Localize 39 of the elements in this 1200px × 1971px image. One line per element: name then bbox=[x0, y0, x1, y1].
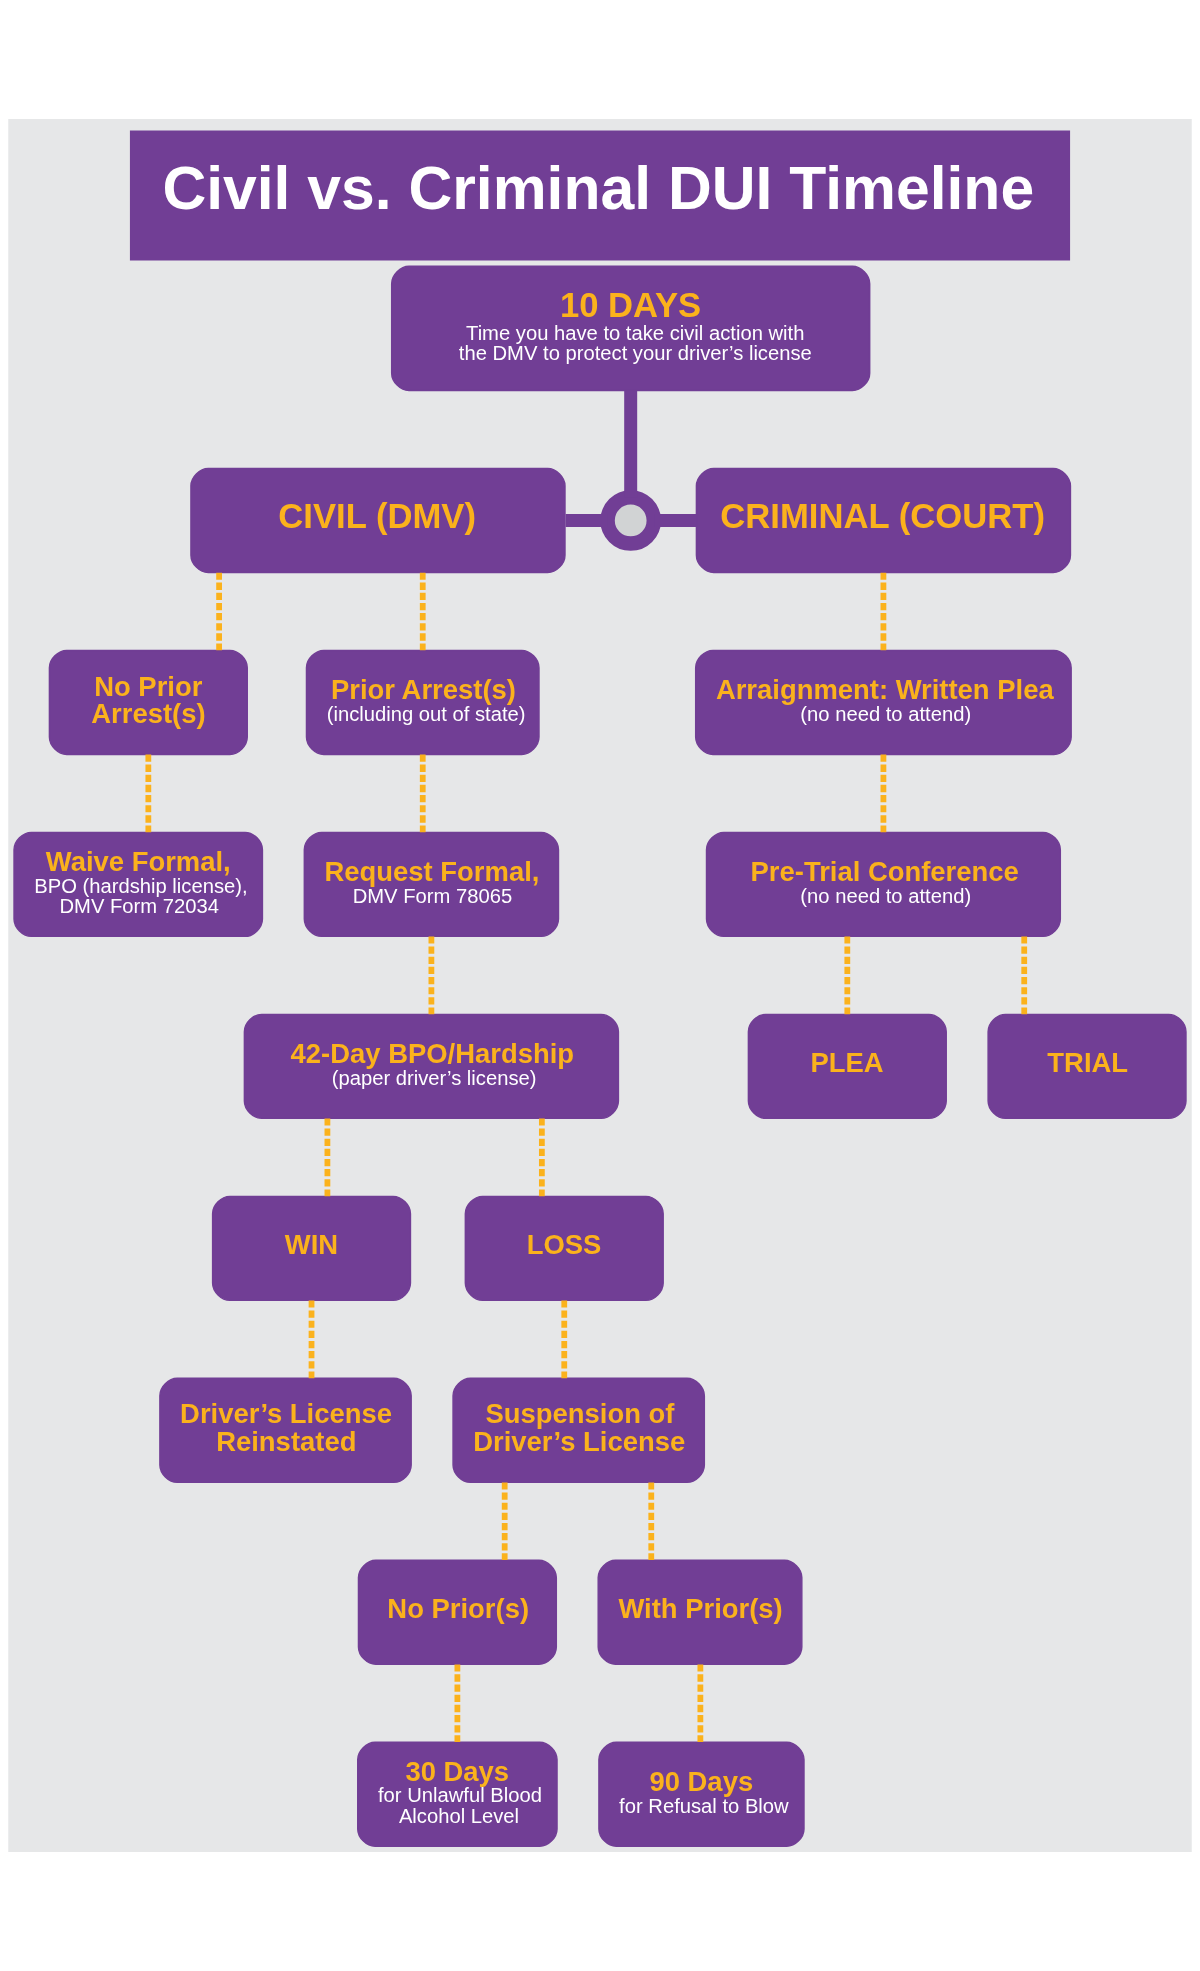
node-box: Suspension of Driver’s License bbox=[452, 1377, 706, 1483]
connector bbox=[216, 572, 222, 651]
node-circle bbox=[600, 490, 661, 551]
node-box: CRIMINAL (COURT) bbox=[695, 467, 1072, 574]
node-box: Prior Arrest(s) (including out of state) bbox=[305, 649, 540, 756]
connector bbox=[561, 1300, 568, 1379]
node-box: Arraignment: Written Plea (no need to attend) bbox=[694, 649, 1072, 756]
node-box: Driver’s License Reinstated bbox=[159, 1377, 412, 1483]
node-box: CIVIL (DMV) bbox=[190, 467, 566, 574]
connector bbox=[880, 754, 887, 833]
node-box: TRIAL bbox=[987, 1013, 1187, 1120]
node-box: 90 Days for Refusal to Blow bbox=[598, 1741, 805, 1847]
connector bbox=[324, 1118, 331, 1197]
node-box: With Prior(s) bbox=[597, 1559, 803, 1665]
connector bbox=[454, 1664, 461, 1743]
node-box: No Prior(s) bbox=[357, 1559, 558, 1665]
connector bbox=[539, 1118, 545, 1197]
connector bbox=[1021, 936, 1028, 1015]
connector bbox=[501, 1482, 508, 1561]
node-box: 42-Day BPO/Hardship (paper driver’s license) bbox=[243, 1013, 620, 1120]
connector bbox=[697, 1664, 704, 1743]
node-box: 30 Days for Unlawful Blood Alcohol Level bbox=[357, 1741, 558, 1847]
connector bbox=[145, 754, 152, 833]
diagram-title: Civil vs. Criminal DUI Timeline bbox=[162, 154, 1035, 223]
node-box: Request Formal, DMV Form 78065 bbox=[303, 831, 560, 938]
connector bbox=[880, 572, 887, 651]
node-box: 10 DAYS Time you have to take civil action with the DMV to protect your driver’s license bbox=[390, 265, 871, 392]
connector bbox=[308, 1300, 315, 1379]
node-box: LOSS bbox=[464, 1195, 664, 1302]
node-box: PLEA bbox=[747, 1013, 947, 1120]
node-box: Pre-Trial Conference (no need to attend) bbox=[705, 831, 1062, 938]
connector bbox=[428, 936, 435, 1015]
node-box: WIN bbox=[211, 1195, 412, 1302]
node-box: Waive Formal, BPO (hardship license), DMV Form 72034 bbox=[13, 831, 264, 938]
connector bbox=[844, 936, 851, 1015]
connector bbox=[419, 754, 426, 833]
connector bbox=[419, 572, 426, 651]
connector bbox=[648, 1482, 655, 1561]
node-box: No Prior Arrest(s) bbox=[48, 649, 248, 756]
